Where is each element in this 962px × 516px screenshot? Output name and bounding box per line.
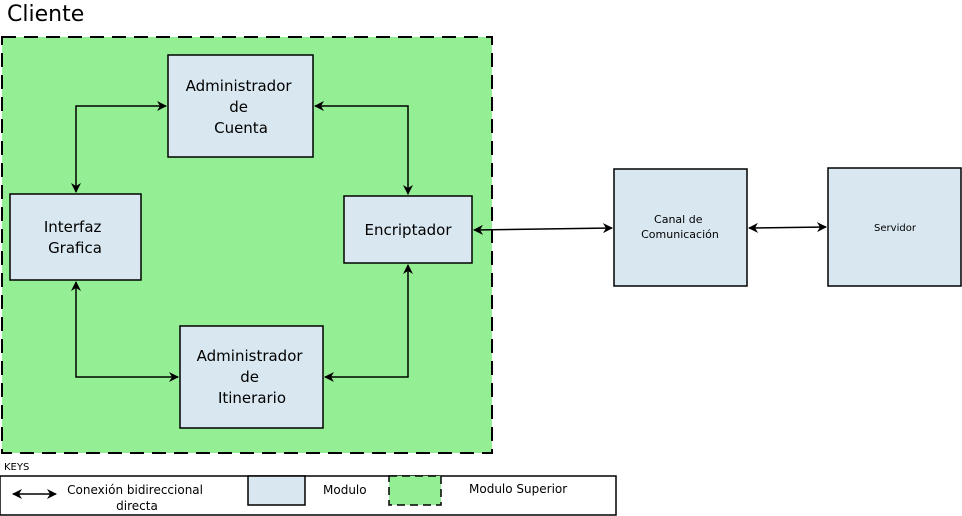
interfaz-grafica-box (9, 193, 142, 281)
legend-superior-swatch (388, 475, 442, 506)
legend-module-label: Modulo (323, 483, 367, 497)
admin-itinerario-label: Administrador de Itinerario (197, 347, 308, 407)
legend-superior-label: Modulo Superior (469, 482, 567, 496)
legend-connection-label: Conexión bidireccional directa (67, 483, 207, 513)
keys-label: KEYS (4, 462, 29, 473)
encriptador-box (343, 195, 473, 264)
legend-module-swatch (247, 475, 306, 506)
connection-encriptador-canal (473, 223, 613, 235)
connection-interfaz-itinerario (71, 281, 179, 382)
canal-comunicacion-box (613, 168, 748, 287)
servidor-box (827, 167, 962, 287)
connection-cuenta-encriptador (314, 101, 413, 195)
connection-encriptador-itinerario (324, 264, 413, 382)
admin-cuenta-box (167, 54, 314, 158)
connection-cuenta-interfaz (71, 101, 167, 193)
servidor-label: Servidor (874, 223, 917, 234)
interfaz-grafica-label: Interfaz Grafica (44, 218, 106, 257)
connection-canal-servidor (748, 222, 827, 233)
encriptador-label: Encriptador (364, 221, 452, 239)
admin-itinerario-box (179, 325, 324, 429)
admin-cuenta-label: Administrador de Cuenta (186, 77, 297, 137)
canal-comunicacion-label: Canal de Comunicación (641, 213, 719, 241)
cliente-label: Cliente (7, 2, 84, 27)
legend-box (0, 475, 617, 516)
